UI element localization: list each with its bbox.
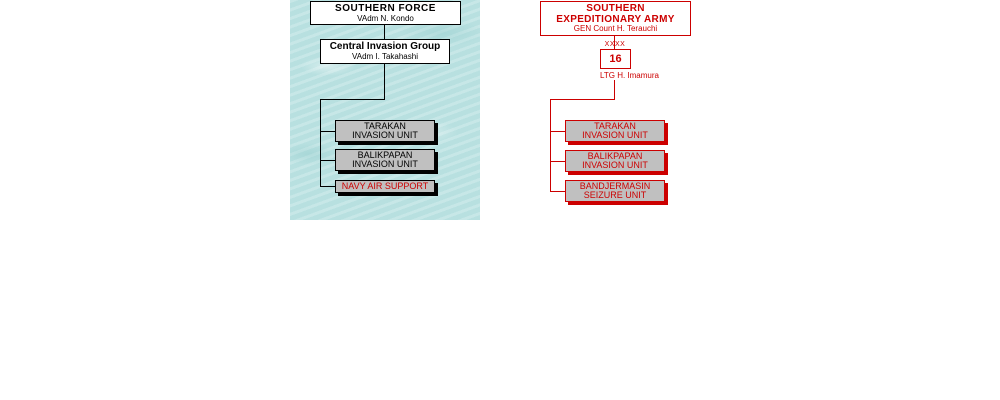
army-commander: GEN Count H. Terauchi	[573, 24, 658, 33]
army-connector-trunk	[550, 99, 551, 191]
southern-force-title: SOUTHERN FORCE	[335, 3, 436, 14]
unit-line-1: BALIKPAPAN	[357, 150, 413, 160]
army-connector-horizontal	[550, 99, 615, 100]
army-connector-unit-2	[550, 161, 566, 162]
army-connector-unit-1	[550, 131, 566, 132]
army-balikpapan-invasion-unit: BALIKPAPAN INVASION UNIT	[565, 150, 665, 172]
connector-group-down	[384, 63, 385, 100]
army-connector-hq-to-corps	[614, 35, 615, 49]
connector-unit-2	[320, 160, 336, 161]
army-tarakan-invasion-unit: TARAKAN INVASION UNIT	[565, 120, 665, 142]
corps-size-symbol: XXXX	[604, 41, 626, 48]
connector-unit-1	[320, 131, 336, 132]
army-title-line-2: EXPEDITIONARY ARMY	[556, 13, 675, 25]
army-bandjermasin-seizure-unit: BANDJERMASIN SEIZURE UNIT	[565, 180, 665, 202]
central-invasion-group-box: Central Invasion Group VAdm I. Takahashi	[320, 39, 450, 64]
connector-hq-to-group	[384, 24, 385, 40]
unit-line-2: INVASION UNIT	[352, 130, 418, 141]
navy-chart-panel: SOUTHERN FORCE VAdm N. Kondo Central Inv…	[290, 0, 480, 220]
unit-line-2: INVASION UNIT	[582, 130, 648, 141]
unit-line-2: INVASION UNIT	[352, 159, 418, 170]
sixteenth-army-box: 16	[600, 49, 631, 69]
army-connector-unit-3	[550, 191, 566, 192]
sixteenth-army-commander: LTG H. Imamura	[600, 71, 659, 80]
army-title-line-1: SOUTHERN	[586, 3, 645, 14]
navy-tarakan-invasion-unit: TARAKAN INVASION UNIT	[335, 120, 435, 142]
unit-line-2: SEIZURE UNIT	[583, 190, 647, 201]
unit-line-1: BALIKPAPAN	[587, 151, 643, 161]
southern-force-commander: VAdm N. Kondo	[357, 13, 414, 23]
connector-horizontal	[320, 99, 385, 100]
unit-line-1: NAVY AIR SUPPORT	[341, 181, 429, 191]
unit-line-1: TARAKAN	[364, 121, 406, 131]
army-connector-corps-down	[614, 80, 615, 99]
central-invasion-group-title: Central Invasion Group	[329, 41, 441, 52]
unit-line-1: TARAKAN	[594, 121, 636, 131]
navy-balikpapan-invasion-unit: BALIKPAPAN INVASION UNIT	[335, 149, 435, 171]
unit-line-1: BANDJERMASIN	[579, 181, 651, 191]
connector-unit-3	[320, 186, 336, 187]
central-invasion-group-commander: VAdm I. Takahashi	[352, 51, 418, 61]
southern-force-box: SOUTHERN FORCE VAdm N. Kondo	[310, 1, 461, 25]
unit-line-2: INVASION UNIT	[582, 160, 648, 171]
navy-air-support-unit: NAVY AIR SUPPORT	[335, 180, 435, 193]
southern-expeditionary-army-box: SOUTHERN EXPEDITIONARY ARMY GEN Count H.…	[540, 1, 691, 36]
connector-trunk	[320, 99, 321, 187]
